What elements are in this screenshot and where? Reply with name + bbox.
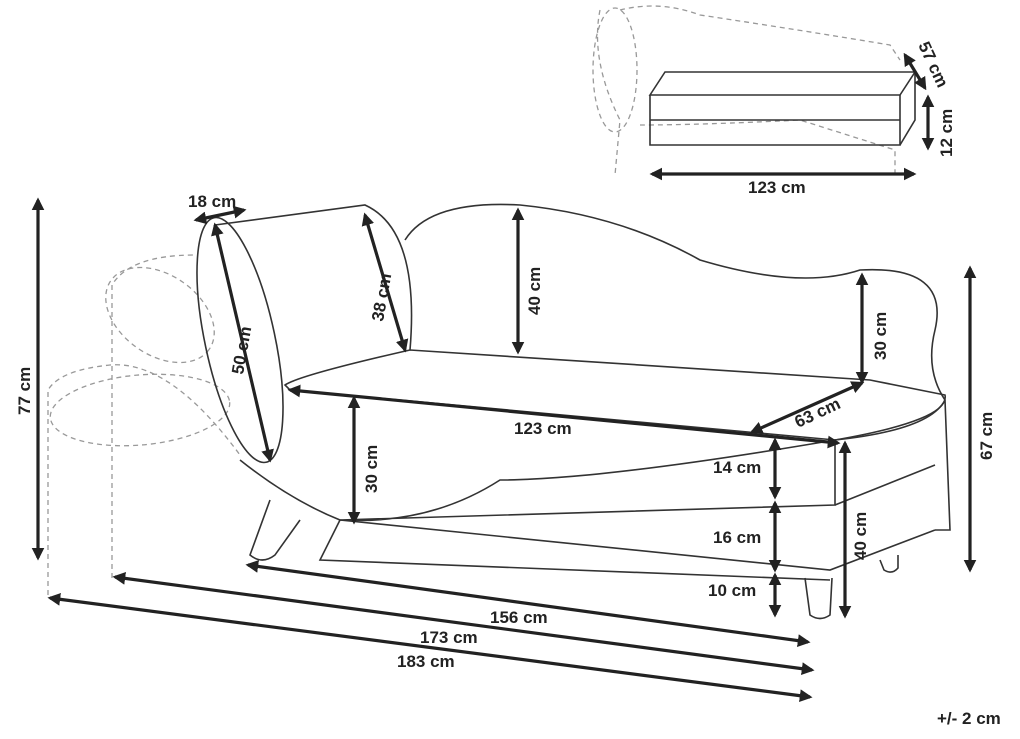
arm-height-label: 30 cm [871, 312, 890, 360]
tolerance-label: +/- 2 cm [937, 709, 1001, 728]
length-total-label: 183 cm [397, 652, 455, 671]
sofa-outline [196, 203, 951, 620]
length-base-label: 156 cm [490, 608, 548, 627]
inset-height-label: 12 cm [937, 109, 956, 157]
pillow-depth-label: 18 cm [188, 192, 236, 211]
seat-depth-label: 63 cm [792, 394, 844, 432]
cushion-height-label: 14 cm [713, 458, 761, 477]
back-height-label: 40 cm [525, 267, 544, 315]
leg-height-label: 10 cm [708, 581, 756, 600]
base-height-label: 16 cm [713, 528, 761, 547]
dimension-arrows [31, 52, 977, 703]
total-height-label: 77 cm [15, 367, 34, 415]
storage-inset [592, 5, 917, 176]
inset-length-label: 123 cm [748, 178, 806, 197]
seat-height-label: 40 cm [851, 512, 870, 560]
pillow-length-label: 50 cm [228, 325, 255, 376]
arm-total-height-label: 67 cm [977, 412, 996, 460]
seat-length-label: 123 cm [514, 419, 572, 438]
front-height-label: 30 cm [362, 445, 381, 493]
length-body-label: 173 cm [420, 628, 478, 647]
pillow-width-label: 38 cm [368, 272, 395, 323]
ghost-outline [47, 254, 241, 595]
